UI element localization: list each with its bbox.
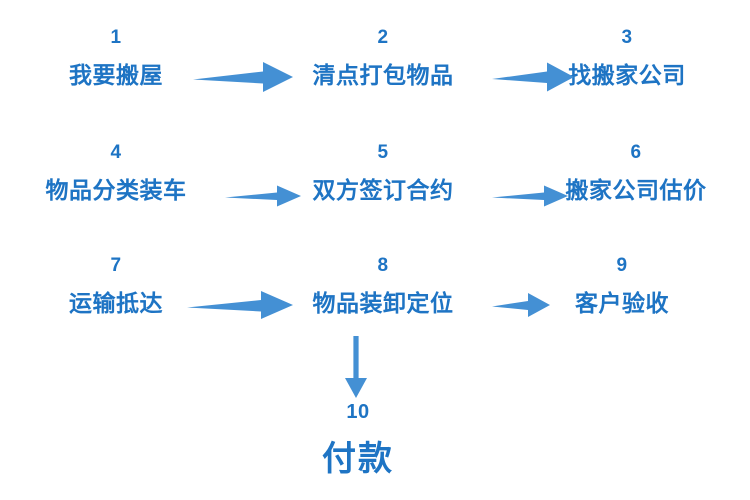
spacer <box>69 276 163 288</box>
step-label: 清点打包物品 <box>312 62 454 88</box>
arrow-right-icon <box>492 182 568 210</box>
step-label: 付款 <box>322 440 394 478</box>
step-label: 运输抵达 <box>69 290 163 316</box>
spacer <box>69 48 163 60</box>
arrow-down-icon <box>340 336 372 398</box>
step-node-9[interactable]: 9 客户验收 <box>575 256 669 318</box>
step-label: 客户验收 <box>575 290 669 316</box>
spacer <box>575 276 669 288</box>
step-label: 搬家公司估价 <box>565 177 707 203</box>
step-number: 7 <box>110 255 122 276</box>
step-node-4[interactable]: 4 物品分类装车 <box>46 143 187 205</box>
spacer <box>566 163 707 175</box>
step-node-5[interactable]: 5 双方签订合约 <box>313 143 454 205</box>
step-number: 10 <box>346 401 370 423</box>
step-node-7[interactable]: 7 运输抵达 <box>69 256 163 318</box>
step-number: 8 <box>377 255 389 276</box>
spacer <box>313 163 454 175</box>
spacer <box>313 48 454 60</box>
arrow-right-icon <box>187 288 293 322</box>
step-node-1[interactable]: 1 我要搬屋 <box>69 28 163 90</box>
step-number: 1 <box>110 27 122 48</box>
step-node-2[interactable]: 2 清点打包物品 <box>313 28 454 90</box>
step-number: 9 <box>616 255 628 276</box>
step-number: 3 <box>621 27 633 48</box>
step-number: 4 <box>110 142 122 163</box>
spacer <box>322 423 394 437</box>
spacer <box>46 163 187 175</box>
arrow-right-icon <box>492 290 550 320</box>
spacer <box>568 48 686 60</box>
step-node-6[interactable]: 6 搬家公司估价 <box>566 143 707 205</box>
step-label: 双方签订合约 <box>312 177 454 203</box>
arrow-right-icon <box>193 58 293 96</box>
spacer <box>313 276 454 288</box>
step-number: 5 <box>377 142 389 163</box>
step-label: 物品装卸定位 <box>312 290 454 316</box>
arrow-right-icon <box>225 182 301 210</box>
step-label: 我要搬屋 <box>69 62 163 88</box>
step-number: 2 <box>377 27 389 48</box>
step-node-3[interactable]: 3 找搬家公司 <box>568 28 686 90</box>
arrow-right-icon <box>492 58 574 96</box>
step-number: 6 <box>630 142 642 163</box>
step-label: 找搬家公司 <box>568 62 686 88</box>
step-label: 物品分类装车 <box>45 177 187 203</box>
step-node-8[interactable]: 8 物品装卸定位 <box>313 256 454 318</box>
step-node-10[interactable]: 10 付款 <box>322 402 394 481</box>
